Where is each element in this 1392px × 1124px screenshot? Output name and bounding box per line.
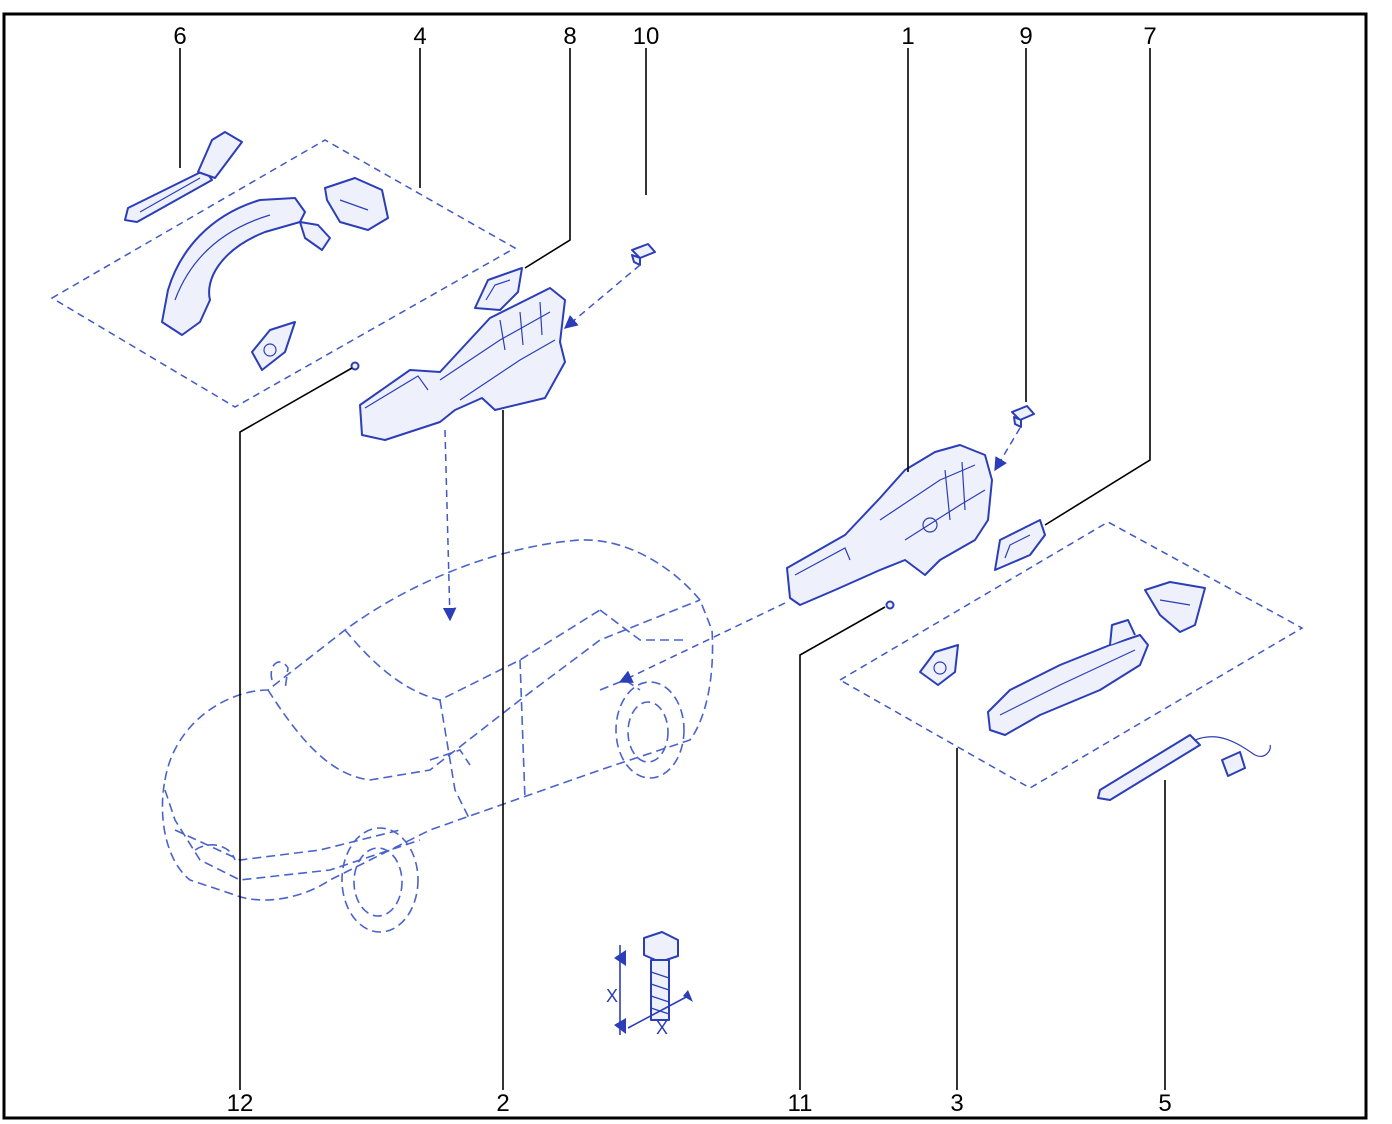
bolt-dimension-detail: X X <box>606 931 693 1038</box>
callout-7: 7 <box>1143 23 1156 50</box>
part-9-screw <box>1011 405 1035 428</box>
callout-10: 10 <box>633 23 660 50</box>
part-7-gasket <box>994 519 1046 571</box>
part-1-handle-bracket <box>786 444 993 606</box>
callout-9: 9 <box>1019 23 1032 50</box>
callout-leaders <box>179 48 1166 1090</box>
callout-1: 1 <box>901 23 914 50</box>
part-3-outer-handle <box>987 619 1149 736</box>
part-10-screw <box>631 243 656 266</box>
part-8-gasket <box>474 267 523 311</box>
arrow-bracket-2-to-car <box>442 429 457 622</box>
part-6-sensor-strip <box>124 131 243 223</box>
kit-outline-3 <box>838 521 1304 789</box>
part-12-screw <box>350 361 360 371</box>
part-11-screw <box>885 600 895 610</box>
arrow-bracket-1-to-car <box>618 602 786 683</box>
callout-4: 4 <box>413 23 426 50</box>
bolt-width-label: X <box>656 1018 668 1038</box>
part-gasket-small-right <box>919 644 959 686</box>
part-3-handle-cap <box>1144 581 1206 633</box>
callout-12: 12 <box>227 1090 254 1117</box>
arrow-screw-10 <box>563 264 641 329</box>
callout-6: 6 <box>173 23 186 50</box>
bolt-height-label: X <box>606 986 618 1006</box>
callout-2: 2 <box>496 1090 509 1117</box>
part-gasket-small-left <box>251 321 296 371</box>
kit-outline-4 <box>50 139 517 408</box>
part-2-handle-bracket <box>359 287 566 441</box>
part-5-sensor-strip <box>1097 734 1271 801</box>
callout-11: 11 <box>788 1090 813 1117</box>
arrow-screw-9 <box>994 427 1021 472</box>
part-4-outer-handle <box>161 197 331 336</box>
callout-3: 3 <box>950 1090 963 1117</box>
diagram-frame <box>2 12 1368 1120</box>
callout-5: 5 <box>1158 1090 1171 1117</box>
part-4-handle-cap <box>324 177 389 231</box>
callout-8: 8 <box>563 23 576 50</box>
